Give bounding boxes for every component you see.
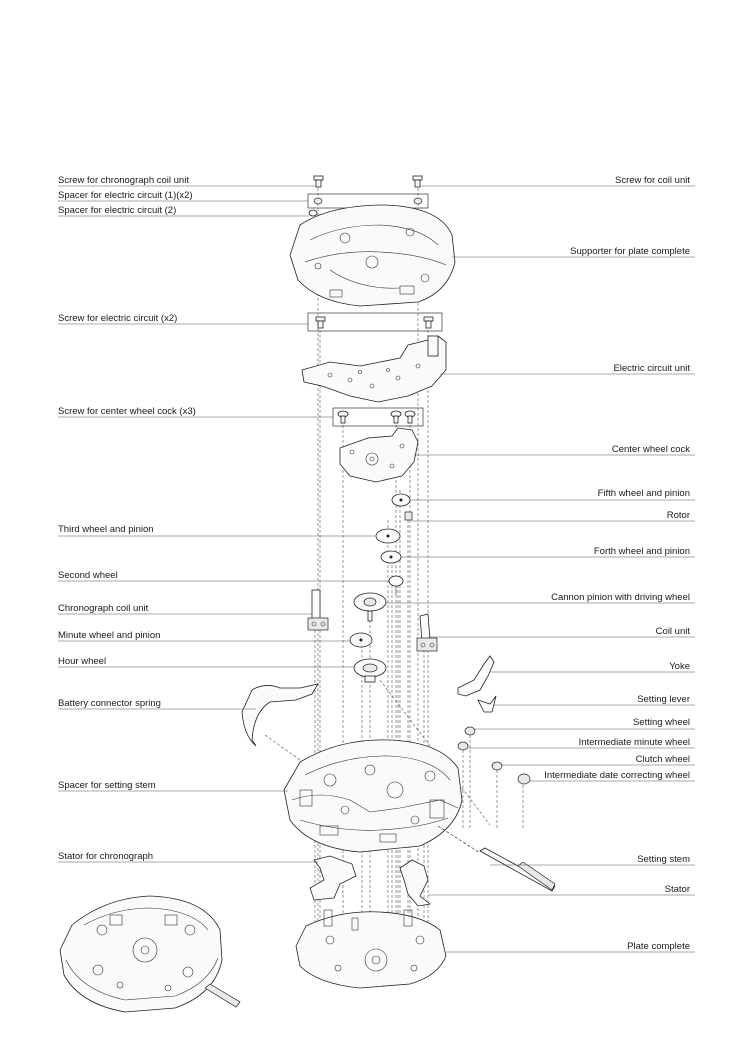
stator (399, 859, 431, 907)
label-spacer-electric-circuit-2: Spacer for electric circuit (2) (58, 205, 176, 216)
third-wheel-and-pinion (375, 528, 401, 544)
label-electric-circuit-unit: Electric circuit unit (613, 363, 690, 374)
label-plate-complete: Plate complete (627, 941, 690, 952)
label-fifth-wheel-and-pinion: Fifth wheel and pinion (598, 488, 690, 499)
screw-coil-unit (412, 175, 423, 188)
label-spacer-electric-circuit-1: Spacer for electric circuit (1)(x2) (58, 190, 193, 201)
label-screw-center-wheel-cock: Screw for center wheel cock (x3) (58, 406, 196, 417)
spacer-electric-circuit-2 (308, 209, 318, 217)
label-center-wheel-cock: Center wheel cock (612, 444, 690, 455)
intermediate-minute-wheel (457, 741, 469, 751)
left-labels: Screw for chronograph coil unit Spacer f… (58, 175, 389, 863)
label-hour-wheel: Hour wheel (58, 656, 106, 667)
label-setting-lever: Setting lever (637, 694, 690, 705)
yoke (457, 655, 495, 697)
main-movement-body (283, 739, 463, 853)
setting-wheel (464, 726, 476, 736)
intermediate-date-correcting-wheel (517, 773, 531, 785)
label-chronograph-coil-unit: Chronograph coil unit (58, 603, 149, 614)
electric-circuit-screw-box (307, 312, 443, 332)
label-intermediate-minute-wheel: Intermediate minute wheel (579, 737, 690, 748)
screw-chronograph-coil-unit (313, 175, 324, 188)
setting-lever (477, 695, 497, 713)
supporter-for-plate-complete (289, 204, 456, 307)
center-wheel-cock (339, 427, 419, 483)
hour-wheel (353, 658, 387, 683)
coil-unit (416, 613, 438, 652)
label-forth-wheel-and-pinion: Forth wheel and pinion (594, 546, 690, 557)
plate-complete (295, 909, 447, 989)
spacer-electric-circuit-1 (313, 197, 423, 205)
label-rotor: Rotor (667, 510, 690, 521)
screw-center-wheel-cock (337, 410, 416, 424)
label-minute-wheel-and-pinion: Minute wheel and pinion (58, 630, 160, 641)
label-stator: Stator (665, 884, 690, 895)
label-third-wheel-and-pinion: Third wheel and pinion (58, 524, 154, 535)
label-screw-chronograph-coil-unit: Screw for chronograph coil unit (58, 175, 189, 186)
forth-wheel-and-pinion (380, 550, 402, 564)
label-clutch-wheel: Clutch wheel (636, 754, 690, 765)
battery-connector-spring (241, 683, 319, 747)
label-stator-for-chronograph: Stator for chronograph (58, 851, 153, 862)
label-battery-connector-spring: Battery connector spring (58, 698, 161, 709)
label-second-wheel: Second wheel (58, 570, 118, 581)
label-cannon-pinion-with-driving-wheel: Cannon pinion with driving wheel (551, 592, 690, 603)
label-spacer-for-setting-stem: Spacer for setting stem (58, 780, 156, 791)
screw-electric-circuit (315, 316, 434, 329)
right-labels: Screw for coil unit Supporter for plate … (386, 175, 695, 953)
fifth-wheel-and-pinion (391, 493, 411, 507)
stator-for-chronograph (309, 855, 357, 901)
label-yoke: Yoke (669, 661, 690, 672)
minute-wheel-and-pinion (349, 632, 373, 648)
setting-stem (437, 825, 556, 892)
label-screw-for-coil-unit: Screw for coil unit (615, 175, 690, 186)
assembled-movement-view (59, 895, 241, 1013)
label-setting-stem: Setting stem (637, 854, 690, 865)
label-supporter-for-plate-complete: Supporter for plate complete (570, 246, 690, 257)
clutch-wheel (491, 761, 503, 771)
electric-circuit-unit (301, 335, 447, 403)
cannon-pinion-with-driving-wheel (353, 592, 387, 622)
label-intermediate-date-correcting-wheel: Intermediate date correcting wheel (544, 770, 690, 781)
second-wheel (388, 575, 404, 595)
label-screw-electric-circuit: Screw for electric circuit (x2) (58, 313, 177, 324)
label-coil-unit: Coil unit (656, 626, 691, 637)
label-setting-wheel: Setting wheel (633, 717, 690, 728)
rotor (404, 511, 413, 521)
chronograph-coil-unit (307, 589, 329, 631)
